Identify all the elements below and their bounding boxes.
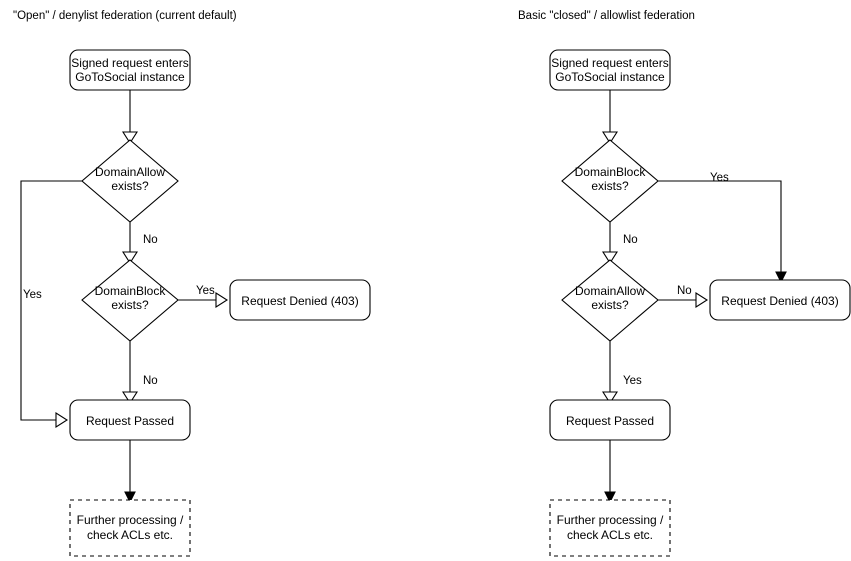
left-request-passed-label: Request Passed: [86, 414, 174, 428]
left-decision-domainblock-line2: exists?: [111, 298, 149, 312]
left-decision-domainblock-line1: DomainBlock: [95, 284, 167, 298]
right-further-processing-line2: check ACLs etc.: [567, 528, 653, 542]
left-edge-label-allow-yes: Yes: [23, 289, 42, 301]
left-edge-label-allow-no: No: [143, 234, 158, 246]
right-request-denied-node: [709, 279, 851, 321]
right-panel-title: Basic "closed" / allowlist federation: [518, 10, 695, 22]
right-decision-domainblock-line1: DomainBlock: [575, 165, 647, 179]
right-decision-domainallow-line2: exists?: [591, 298, 629, 312]
left-arrowhead-start-to-allow: [121, 131, 139, 145]
right-arrowhead-passed-to-further: [604, 491, 616, 504]
left-decision-domainallow-line2: exists?: [111, 179, 149, 193]
left-decision-domainallow-line1: DomainAllow: [95, 165, 165, 179]
left-arrowhead-block-yes: [215, 291, 229, 309]
right-arrowhead-allow-no: [695, 291, 709, 309]
panel-right: Basic "closed" / allowlist federation Si…: [518, 10, 851, 557]
right-edge-label-allow-yes: Yes: [623, 375, 642, 387]
left-arrowhead-block-no: [121, 391, 139, 405]
right-request-passed-label: Request Passed: [566, 414, 654, 428]
left-further-processing-node: [69, 499, 191, 557]
left-start-label-line2: GoToSocial instance: [75, 70, 185, 84]
left-arrowhead-passed-to-further: [124, 491, 136, 504]
right-further-processing-line1: Further processing /: [557, 513, 664, 527]
left-request-denied-node: [229, 279, 371, 321]
right-arrowhead-allow-yes: [601, 391, 619, 405]
left-further-processing-line1: Further processing /: [77, 513, 184, 527]
left-further-processing-line2: check ACLs etc.: [87, 528, 173, 542]
right-edge-block-yes: [658, 180, 782, 274]
panel-left: "Open" / denylist federation (current de…: [13, 10, 371, 557]
left-edge-label-block-yes: Yes: [196, 285, 215, 297]
right-edge-label-allow-no: No: [677, 285, 692, 297]
right-further-processing-node: [549, 499, 671, 557]
left-request-denied-label: Request Denied (403): [241, 294, 358, 308]
left-start-label-line1: Signed request enters: [71, 56, 188, 70]
left-arrowhead-allow-no: [121, 251, 139, 265]
left-edge-label-block-no: No: [143, 375, 158, 387]
right-edge-label-block-no: No: [623, 234, 638, 246]
left-edge-allow-yes: [20, 180, 82, 421]
right-decision-domainblock-line2: exists?: [591, 179, 629, 193]
right-start-label-line1: Signed request enters: [551, 56, 668, 70]
left-panel-title: "Open" / denylist federation (current de…: [13, 10, 237, 22]
right-decision-domainallow-line1: DomainAllow: [575, 284, 645, 298]
right-edge-label-block-yes: Yes: [710, 172, 729, 184]
left-arrowhead-allow-yes: [55, 411, 69, 429]
right-arrowhead-block-yes: [775, 271, 787, 284]
right-arrowhead-start-to-block: [601, 131, 619, 145]
right-arrowhead-block-no: [601, 251, 619, 265]
right-start-label-line2: GoToSocial instance: [555, 70, 665, 84]
right-request-denied-label: Request Denied (403): [721, 294, 838, 308]
